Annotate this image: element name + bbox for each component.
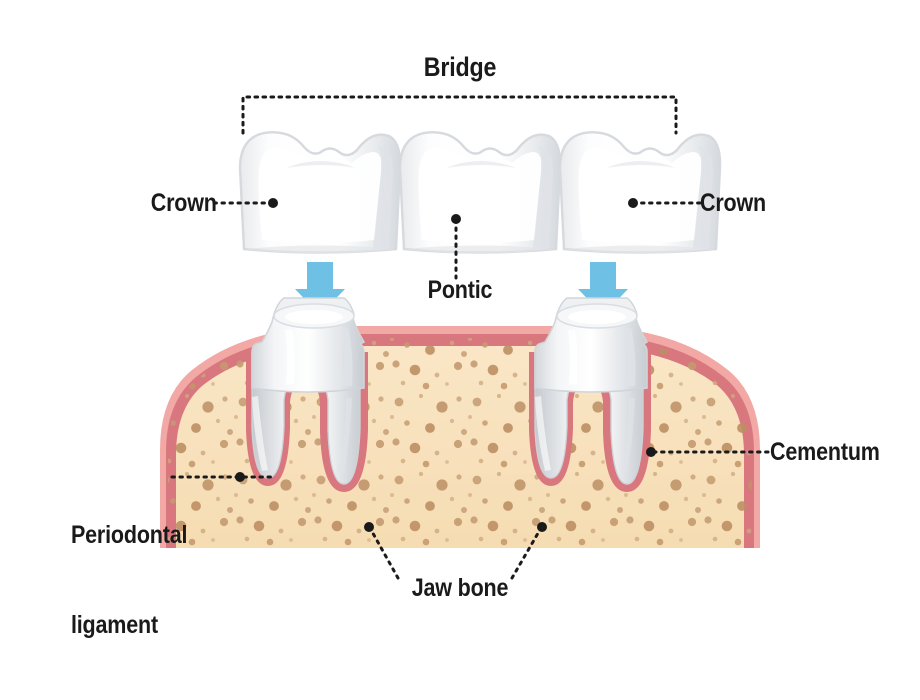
label-cementum: Cementum [770,438,880,466]
label-crown-left: Crown [150,189,217,217]
leader-dots [235,198,656,532]
label-crown-right: Crown [700,189,767,217]
pontic-tooth [398,131,562,254]
dot-crown-right [628,198,638,208]
crown-left [238,131,402,254]
label-jaw-bone: Jaw bone [411,574,509,602]
dot-periodontal [235,472,245,482]
crown-right [558,131,722,254]
label-periodontal-line-1: Periodontal [70,521,188,549]
bridge-unit [238,131,722,254]
dot-crown-left [268,198,278,208]
leader-lines [170,201,770,580]
bridge-bracket [241,95,678,135]
diagram-canvas: Bridge Crown Crown Pontic Cementum Perio… [70,52,880,639]
dental-bridge-illustration [160,95,770,580]
abutment-tooth-right [529,297,651,492]
leader-jawbone-right [510,526,543,580]
label-pontic: Pontic [427,276,493,304]
page-title: Bridge [423,52,497,82]
dot-pontic [451,214,461,224]
leader-jawbone-left [368,526,400,580]
dot-jawbone-right [537,522,547,532]
dot-jawbone-left [364,522,374,532]
label-periodontal-ligament: Periodontal ligament [70,460,188,700]
label-periodontal-line-2: ligament [70,611,158,639]
dot-cementum [646,447,656,457]
